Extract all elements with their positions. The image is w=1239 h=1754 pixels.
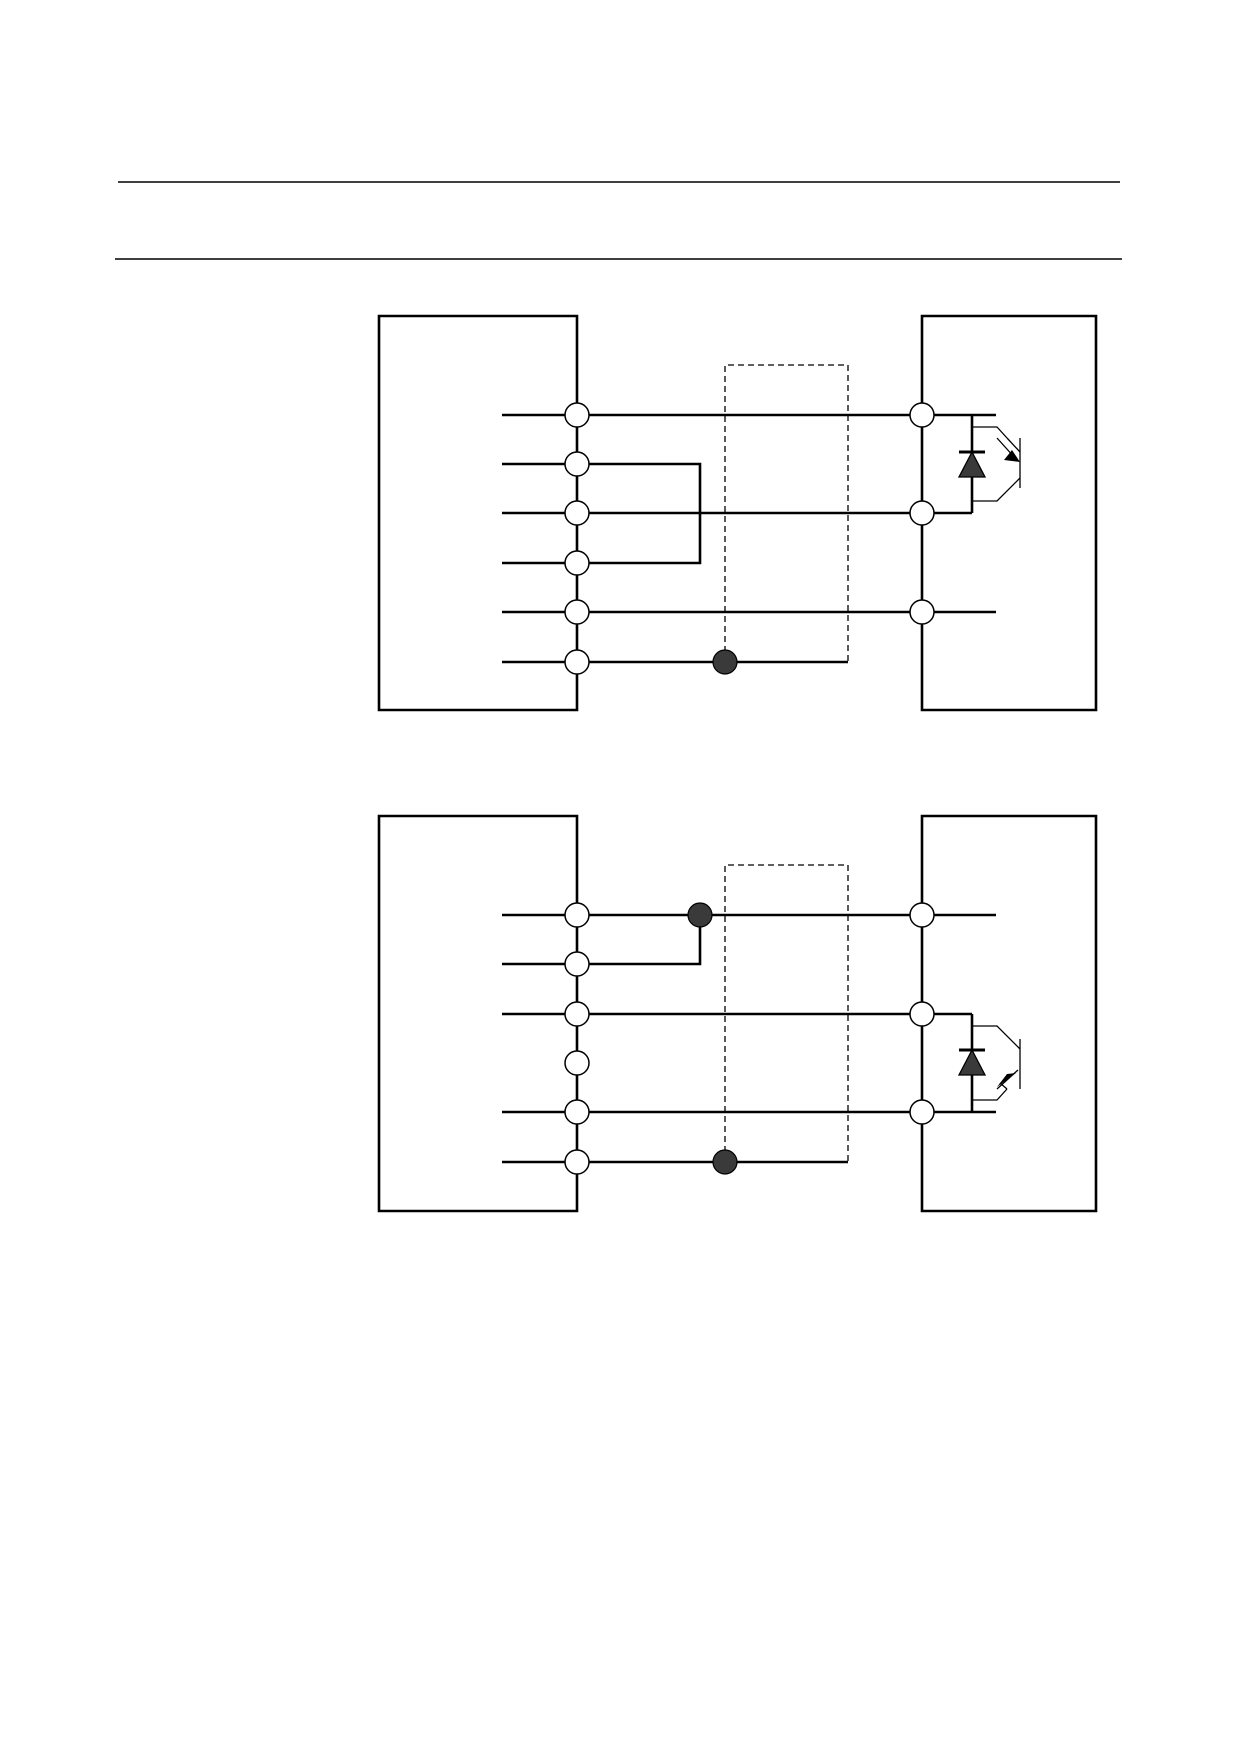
wiring-diagram-2 xyxy=(377,814,1098,1213)
right-device-box xyxy=(920,314,1098,712)
emitter-arrow-icon xyxy=(1004,450,1020,462)
junction-dot xyxy=(712,649,738,675)
terminal-circle xyxy=(564,1099,590,1125)
diode-icon xyxy=(957,1048,987,1076)
terminal-circle xyxy=(564,951,590,977)
terminal-circle xyxy=(564,1149,590,1175)
collector-lead xyxy=(972,1025,1021,1050)
terminal-circle xyxy=(564,1001,590,1027)
optocoupler-output-npn xyxy=(957,415,1021,502)
terminal-circle xyxy=(909,402,935,428)
transistor-collector xyxy=(1006,437,1021,453)
wire-jumper-1-2 xyxy=(577,915,702,966)
wiring-diagram-1 xyxy=(377,314,1098,712)
left-device-box xyxy=(377,814,579,1213)
terminal-circle xyxy=(909,1001,935,1027)
terminal-circle xyxy=(909,1099,935,1125)
terminal-circle xyxy=(564,402,590,428)
terminal-circle xyxy=(909,902,935,928)
right-terminal-block xyxy=(909,902,935,1125)
left-terminal-block xyxy=(564,402,590,675)
left-device-box xyxy=(377,314,579,712)
left-terminal-block xyxy=(564,902,590,1175)
emitter-lead xyxy=(972,477,1021,502)
transistor-emitter xyxy=(999,1082,1008,1090)
transistor-emitter xyxy=(996,437,1016,459)
right-terminal-block xyxy=(909,402,935,625)
right-device-box xyxy=(920,814,1098,1213)
terminal-circle xyxy=(909,599,935,625)
terminal-circle xyxy=(564,1050,590,1076)
terminal-circle xyxy=(564,649,590,675)
transistor-collector xyxy=(996,1069,1019,1090)
junction-dot xyxy=(687,902,713,928)
terminal-circle xyxy=(564,500,590,526)
terminal-circle xyxy=(564,550,590,576)
collector-lead xyxy=(972,426,1008,439)
terminal-circle xyxy=(564,902,590,928)
terminal-circle xyxy=(564,451,590,477)
optocoupler-output-pnp xyxy=(957,1025,1021,1101)
terminal-circle xyxy=(909,500,935,526)
terminal-circle xyxy=(564,599,590,625)
diode-icon xyxy=(957,450,987,478)
junction-dot xyxy=(712,1149,738,1175)
emitter-lead xyxy=(972,1088,1008,1101)
